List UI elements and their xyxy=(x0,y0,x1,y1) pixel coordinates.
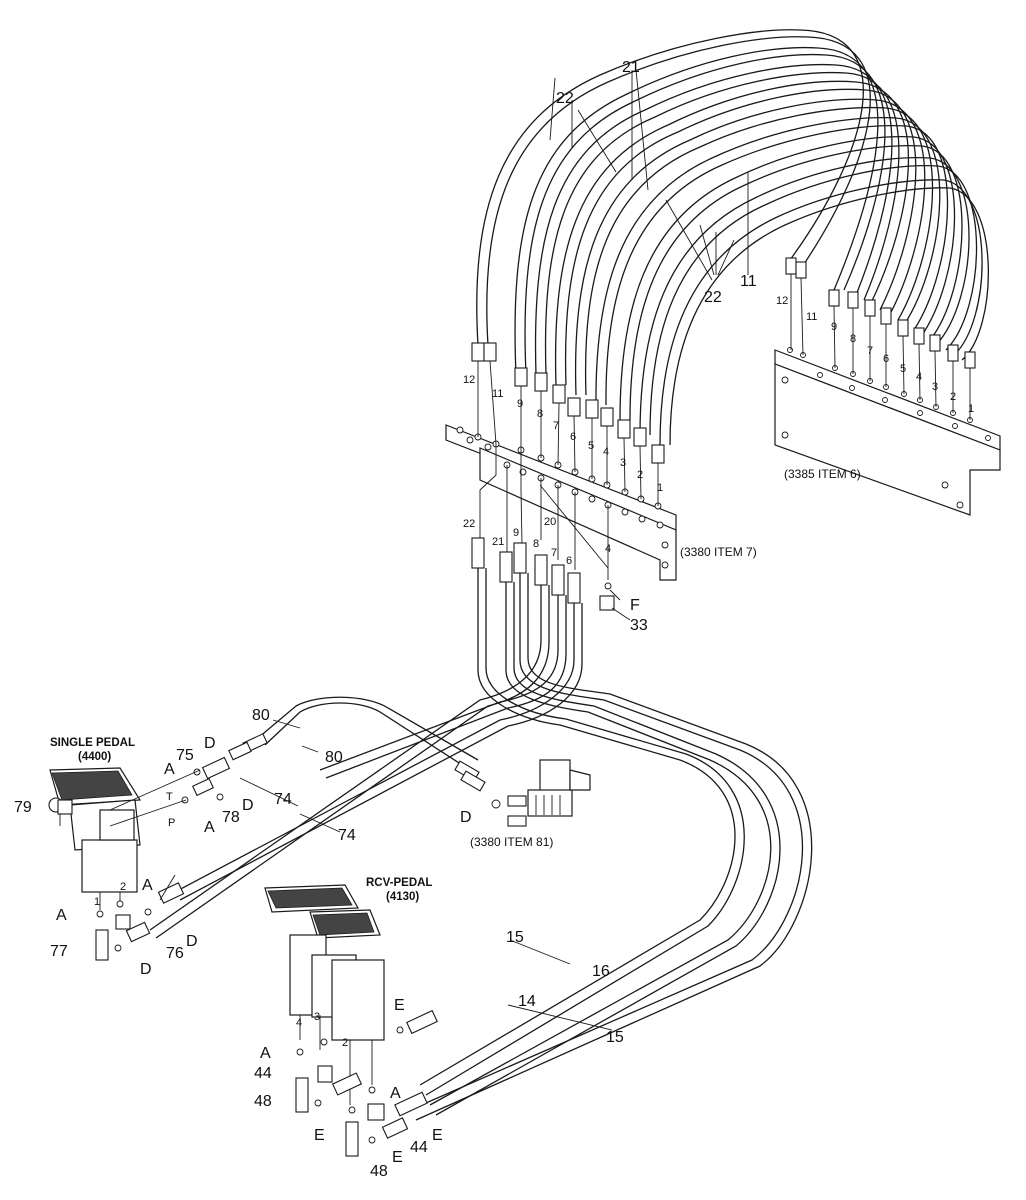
right-port-7: 7 xyxy=(867,345,873,357)
lower-port-4: 4 xyxy=(605,543,611,555)
lower-port-22: 22 xyxy=(463,518,475,530)
label-15-upper: 15 xyxy=(506,929,524,946)
left-port-12: 12 xyxy=(463,374,475,386)
callout-leaders xyxy=(159,69,749,1031)
right-port-12: 12 xyxy=(776,295,788,307)
label-single-pedal: SINGLE PEDAL xyxy=(50,737,135,749)
right-port-3: 3 xyxy=(932,381,938,393)
label-14: 14 xyxy=(518,993,536,1010)
label-a-1: A xyxy=(164,761,175,778)
left-port-3: 3 xyxy=(620,457,626,469)
label-d-3: D xyxy=(460,809,472,826)
label-a-2: A xyxy=(204,819,215,836)
label-rcv-pedal: RCV-PEDAL xyxy=(366,877,432,889)
right-port-2: 2 xyxy=(950,391,956,403)
label-80-lower: 80 xyxy=(325,749,343,766)
right-bracket-plate xyxy=(774,347,1001,516)
lower-port-6: 6 xyxy=(566,555,572,567)
right-plate-port-labels: 12 11 9 8 7 6 5 4 3 2 1 xyxy=(776,295,974,415)
label-74-lower: 74 xyxy=(338,827,356,844)
label-11: 11 xyxy=(740,273,757,290)
single-pedal-assembly xyxy=(48,756,231,961)
label-e-2: E xyxy=(314,1127,325,1144)
label-78: 78 xyxy=(222,809,240,826)
label-rcv-port-2: 2 xyxy=(342,1037,348,1049)
label-d-5: D xyxy=(140,961,152,978)
right-plate-fittings xyxy=(785,257,976,420)
left-plate-port-labels: 12 11 9 8 7 6 5 4 3 2 1 xyxy=(463,374,663,494)
hose-80-pair xyxy=(228,696,486,792)
lower-port-9: 9 xyxy=(513,527,519,539)
label-rcv-pedal-code: (4130) xyxy=(386,891,419,903)
label-single-pedal-code: (4400) xyxy=(78,751,111,763)
label-16: 16 xyxy=(592,963,610,980)
left-port-8: 8 xyxy=(537,408,543,420)
lower-port-7: 7 xyxy=(551,547,557,559)
upper-hose-bundle xyxy=(476,29,989,446)
label-76: 76 xyxy=(166,945,184,962)
label-15-lower: 15 xyxy=(606,1029,624,1046)
label-77: 77 xyxy=(50,943,68,960)
label-rcv-port-3: 3 xyxy=(314,1011,320,1023)
left-plate-fittings xyxy=(471,342,665,506)
rcv-pedal-assembly xyxy=(264,884,438,1157)
label-a-3: A xyxy=(142,877,153,894)
right-port-6: 6 xyxy=(883,353,889,365)
label-e-3: E xyxy=(432,1127,443,1144)
label-a-5: A xyxy=(260,1045,271,1062)
label-48-right: 48 xyxy=(370,1163,388,1180)
label-21: 21 xyxy=(622,59,640,76)
label-48-left: 48 xyxy=(254,1093,272,1110)
left-port-7: 7 xyxy=(553,420,559,432)
left-port-11: 11 xyxy=(492,388,503,400)
label-22-lower: 22 xyxy=(704,289,722,306)
label-single-port-1: 1 xyxy=(94,896,100,908)
lower-port-21: 21 xyxy=(492,536,504,548)
label-74-upper: 74 xyxy=(274,791,292,808)
label-port-t: T xyxy=(166,791,173,803)
right-port-5: 5 xyxy=(900,363,906,375)
label-22-upper: 22 xyxy=(556,90,574,107)
label-e-4: E xyxy=(392,1149,403,1166)
label-f: F xyxy=(630,597,640,614)
label-a-4: A xyxy=(56,907,67,924)
label-3380-item-81: (3380 ITEM 81) xyxy=(470,835,553,849)
label-3380-item-7: (3380 ITEM 7) xyxy=(680,545,757,559)
label-79: 79 xyxy=(14,799,32,816)
label-75: 75 xyxy=(176,747,194,764)
label-a-6: A xyxy=(390,1085,401,1102)
callout-labels: 80 80 75 D A D 79 78 A 74 74 D (3380 ITE… xyxy=(14,59,861,1180)
item-81-manifold xyxy=(491,759,591,827)
left-port-6: 6 xyxy=(570,431,576,443)
left-port-9: 9 xyxy=(517,398,523,410)
right-port-9: 9 xyxy=(831,321,837,333)
lower-port-labels: 22 21 9 20 8 7 6 4 xyxy=(463,516,611,567)
label-single-port-2: 2 xyxy=(120,881,126,893)
right-port-4: 4 xyxy=(916,371,922,383)
lower-hose-bundle xyxy=(149,568,813,1121)
label-33: 33 xyxy=(630,617,648,634)
left-port-4: 4 xyxy=(603,446,609,458)
label-80-upper: 80 xyxy=(252,707,270,724)
lower-port-20: 20 xyxy=(544,516,556,528)
label-rcv-port-4: 4 xyxy=(296,1017,302,1029)
left-port-1: 1 xyxy=(657,482,663,494)
label-44-right: 44 xyxy=(410,1139,428,1156)
label-d-4: D xyxy=(186,933,198,950)
right-port-11: 11 xyxy=(806,311,817,323)
label-d-2: D xyxy=(242,797,254,814)
label-3385-item-6: (3385 ITEM 6) xyxy=(784,467,861,481)
left-port-2: 2 xyxy=(637,469,643,481)
right-port-8: 8 xyxy=(850,333,856,345)
label-44-left: 44 xyxy=(254,1065,272,1082)
label-port-p: P xyxy=(168,817,175,829)
right-port-1: 1 xyxy=(968,403,974,415)
left-port-5: 5 xyxy=(588,440,594,452)
lower-port-8: 8 xyxy=(533,538,539,550)
label-d-1: D xyxy=(204,735,216,752)
label-e-1: E xyxy=(394,997,405,1014)
